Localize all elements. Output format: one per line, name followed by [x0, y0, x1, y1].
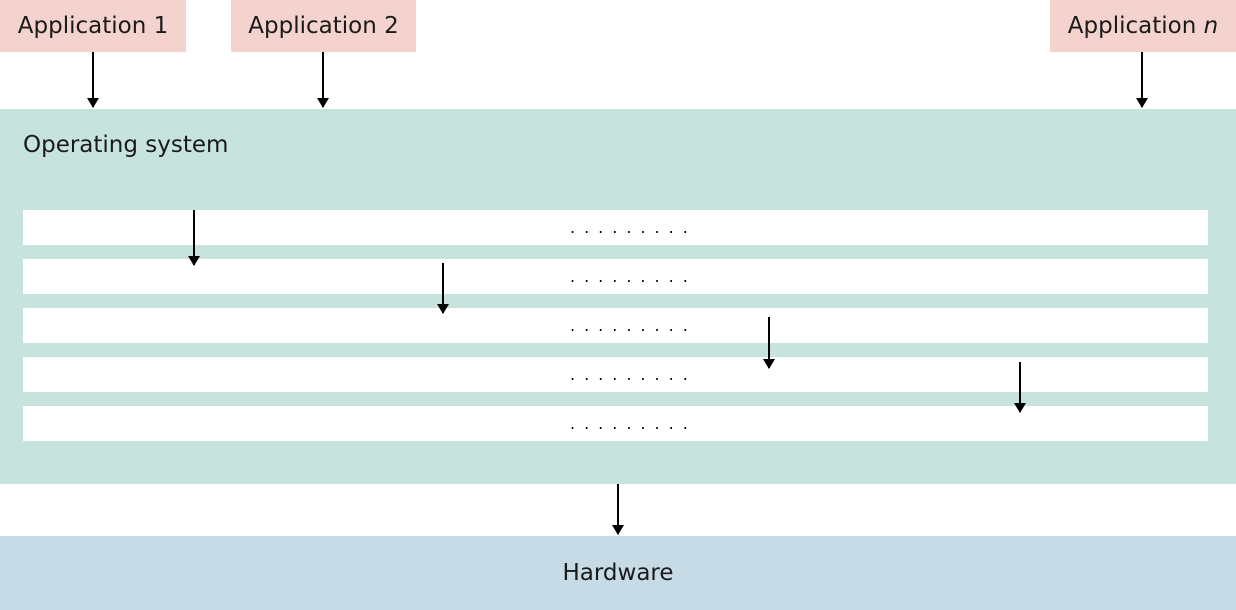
application-1-box: Application 1 [0, 0, 186, 52]
os-layer-3: ......... [23, 308, 1208, 343]
os-layer-4-dots: ......... [570, 365, 697, 384]
application-1-label: Application 1 [17, 13, 169, 39]
os-layer-2-dots: ......... [570, 267, 697, 286]
application-n-variable: n [1203, 13, 1219, 39]
hardware-label: Hardware [562, 560, 674, 586]
application-2-box: Application 2 [231, 0, 416, 52]
os-layer-3-dots: ......... [570, 316, 697, 335]
os-layer-5: ......... [23, 406, 1208, 441]
application-2-label: Application 2 [248, 13, 399, 39]
application-n-label: Application [1067, 13, 1204, 39]
os-layer-2: ......... [23, 259, 1208, 294]
application-n-box: Application n [1050, 0, 1236, 52]
operating-system-label: Operating system [23, 132, 229, 158]
os-layer-5-dots: ......... [570, 414, 697, 433]
os-layer-1-dots: ......... [570, 218, 697, 237]
os-layer-1: ......... [23, 210, 1208, 245]
hardware-box: Hardware [0, 536, 1236, 610]
os-layer-4: ......... [23, 357, 1208, 392]
